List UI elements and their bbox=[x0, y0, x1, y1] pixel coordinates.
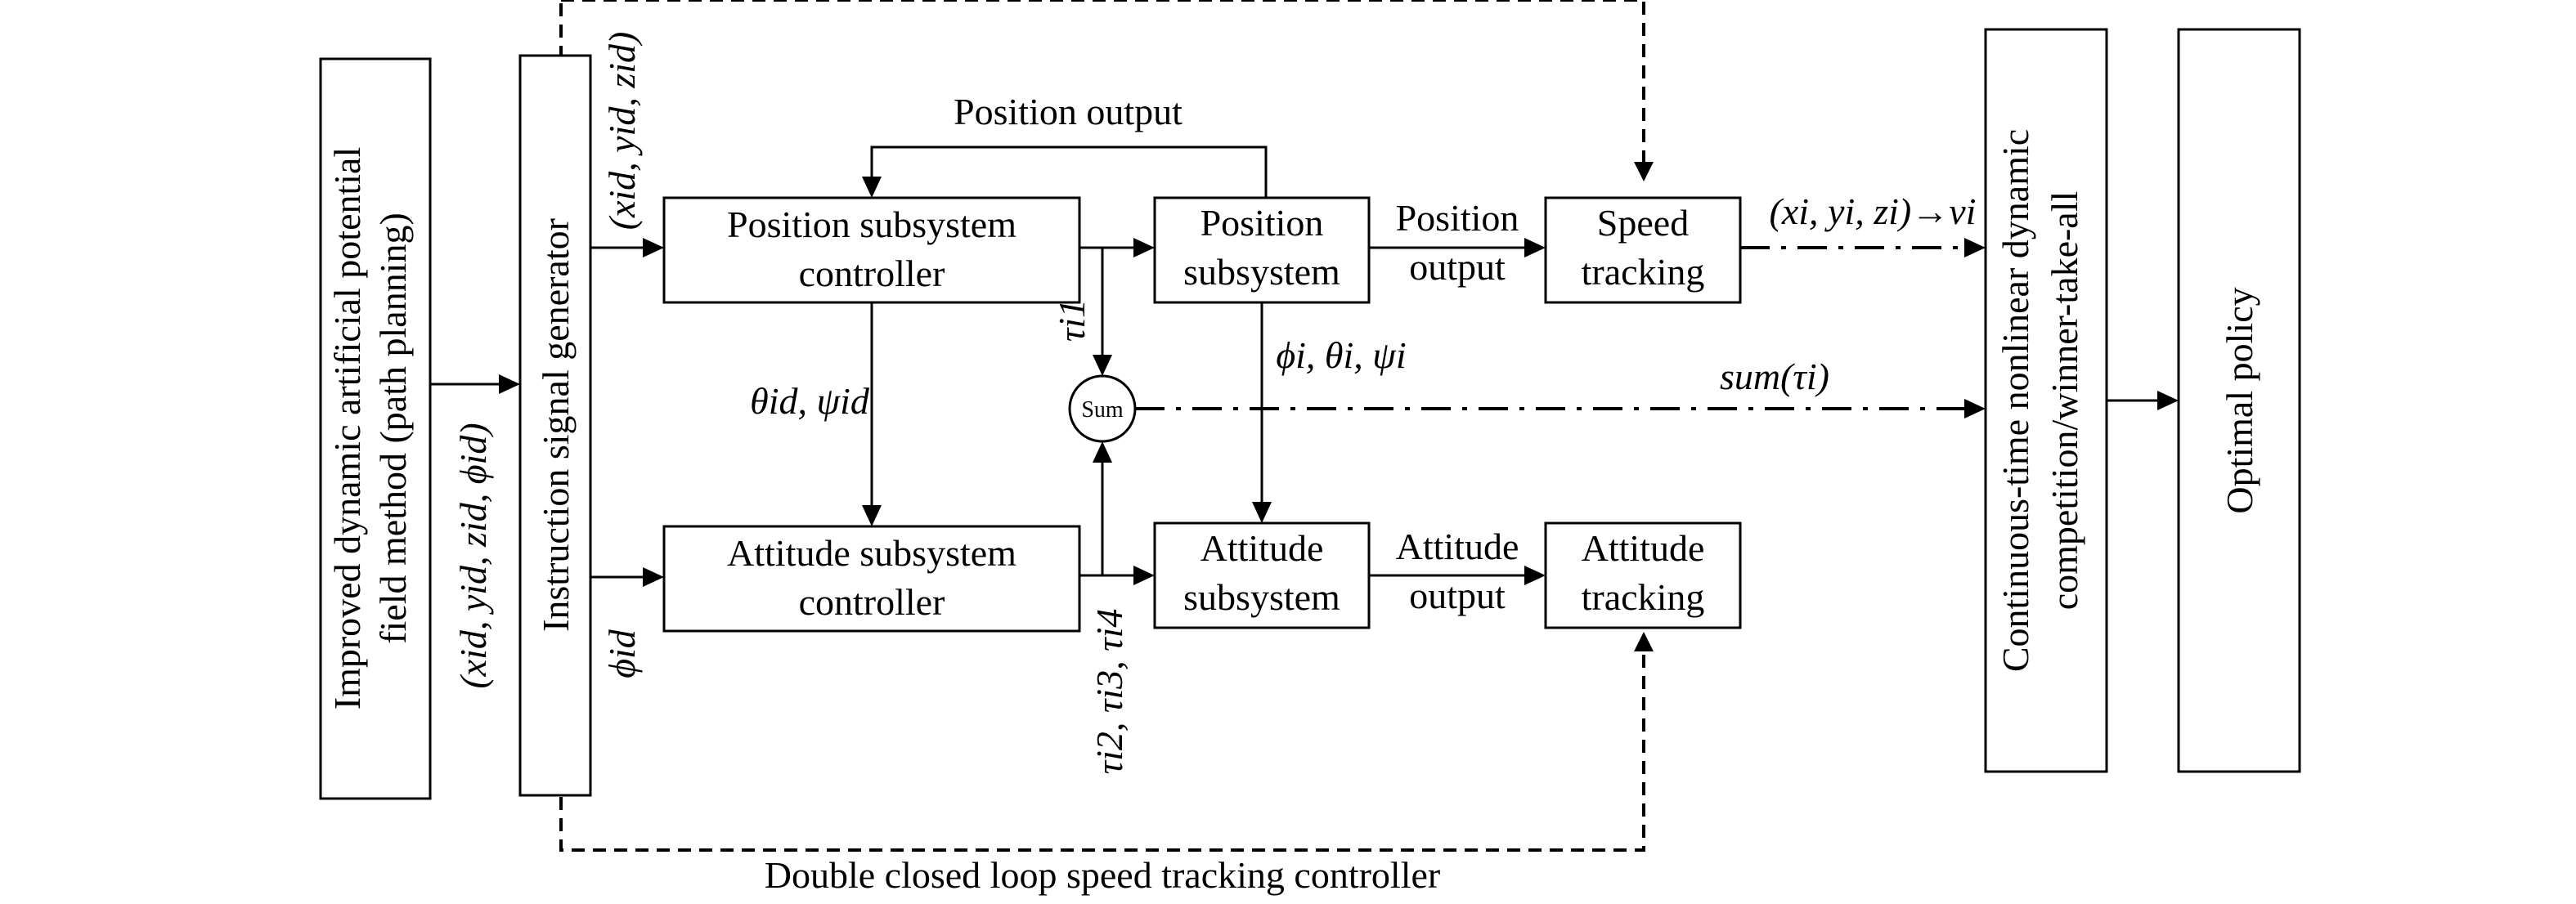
position-output-label-line2: output bbox=[1409, 246, 1506, 288]
xyz-id-label: (xid, yid, zid) bbox=[601, 32, 643, 230]
dashed-loop-top-arrowhead bbox=[1634, 162, 1654, 181]
competition-label-line1: Continuous-time nonlinear dynamic bbox=[1995, 129, 2036, 672]
att-subsystem-label-line2: subsystem bbox=[1183, 576, 1340, 618]
dashed-loop-bottom-arrowhead bbox=[1634, 632, 1654, 651]
attitude-output-label-line2: output bbox=[1409, 575, 1506, 616]
arrowhead bbox=[1133, 238, 1155, 257]
arrowhead bbox=[499, 374, 520, 394]
arrowhead bbox=[1964, 399, 1986, 418]
arrowhead bbox=[1252, 502, 1272, 523]
planning-label-line1: Improved dynamic artificial potential bbox=[326, 147, 368, 709]
position-output-top-label: Position output bbox=[954, 91, 1183, 132]
pos-controller-label-line1: Position subsystem bbox=[727, 204, 1016, 245]
planning-label-line2: field method (path planning) bbox=[372, 213, 414, 644]
speed-tracking-label-line1: Speed bbox=[1597, 202, 1689, 244]
attitude-tracking-block bbox=[1544, 521, 1742, 629]
instruction-signal-generator-block bbox=[518, 54, 592, 797]
tau-i1-label: τi1 bbox=[1051, 299, 1093, 342]
arrowhead bbox=[1524, 566, 1546, 585]
attitude-output-label-line1: Attitude bbox=[1396, 526, 1519, 567]
speed-tracking-label-line2: tracking bbox=[1582, 251, 1705, 293]
arrowhead bbox=[643, 567, 664, 587]
dashed-loop-bottom bbox=[559, 646, 1645, 852]
phi-theta-psi-i-label: ϕi, θi, ψi bbox=[1276, 334, 1406, 376]
speed-tracking-block bbox=[1544, 196, 1742, 304]
loop-caption: Double closed loop speed tracking contro… bbox=[765, 854, 1440, 896]
att-controller-label-line2: controller bbox=[799, 581, 945, 623]
att-controller-label-line1: Attitude subsystem bbox=[727, 532, 1016, 574]
arrowhead bbox=[1093, 355, 1112, 376]
arrowhead bbox=[1093, 441, 1112, 463]
position-output-feedback-line bbox=[870, 145, 1268, 198]
arrowhead bbox=[862, 177, 882, 198]
att-tracking-label-line1: Attitude bbox=[1582, 527, 1705, 569]
competition-label-line2: competition/winner-take-all bbox=[2044, 191, 2085, 611]
arrowhead bbox=[1964, 238, 1986, 257]
optimal-policy-block bbox=[2177, 28, 2301, 773]
theta-psi-id-label: θid, ψid bbox=[750, 380, 870, 422]
phi-id-label: ϕid bbox=[601, 629, 643, 678]
xyz-to-v-label: (xi, yi, zi)→vi bbox=[1770, 190, 1977, 232]
xyzphi-id-label: (xid, yid, zid, ϕid) bbox=[452, 423, 494, 688]
dashed-loop-top bbox=[559, 0, 1645, 168]
pos-controller-label-line2: controller bbox=[799, 253, 945, 294]
planning-block bbox=[319, 57, 432, 800]
arrowhead bbox=[2157, 391, 2179, 410]
arrowhead bbox=[1133, 566, 1155, 585]
att-subsystem-label-line1: Attitude bbox=[1200, 527, 1324, 569]
arrowhead bbox=[1524, 238, 1546, 257]
arrowhead bbox=[643, 238, 664, 257]
pos-subsystem-label-line2: subsystem bbox=[1183, 251, 1340, 293]
position-output-label-line1: Position bbox=[1396, 197, 1519, 239]
arrowhead bbox=[862, 505, 882, 526]
pos-subsystem-label-line1: Position bbox=[1200, 202, 1324, 244]
tau-i234-label: τi2, τi3, τi4 bbox=[1088, 609, 1130, 775]
sum-label: Sum bbox=[1081, 397, 1124, 423]
optimal-policy-label: Optimal policy bbox=[2219, 287, 2260, 513]
att-tracking-label-line2: tracking bbox=[1582, 576, 1705, 618]
sum-tau-label: sum(τi) bbox=[1720, 356, 1829, 397]
instruction-label: Instruction signal generator bbox=[535, 218, 577, 632]
position-subsystem-block bbox=[1153, 196, 1371, 304]
